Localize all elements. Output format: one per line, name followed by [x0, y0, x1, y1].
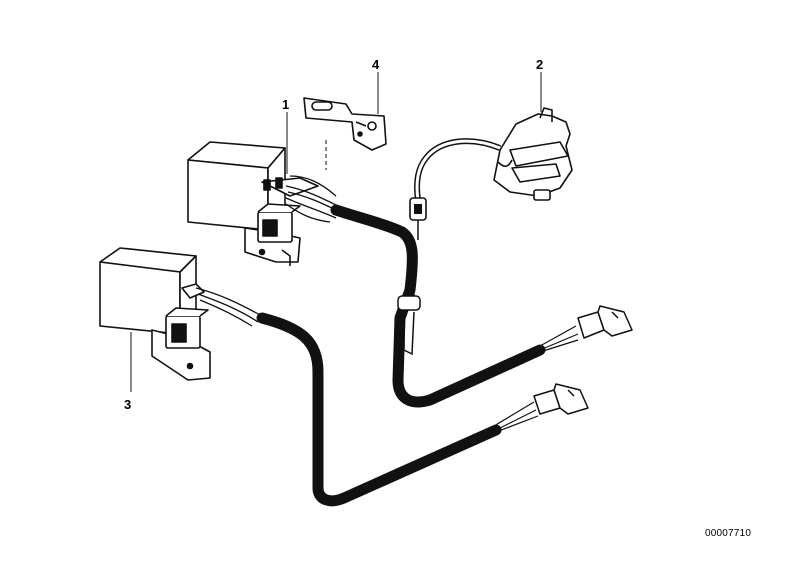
relay-1	[187, 141, 319, 266]
bracket-4	[303, 97, 387, 151]
switch-2	[493, 107, 573, 201]
harness-3	[256, 312, 502, 507]
relay-3	[99, 247, 211, 381]
plug-harness-3	[493, 383, 589, 433]
reference-number: 00007710	[705, 528, 752, 539]
harness-1-branch	[397, 239, 421, 356]
relay-3-wires	[195, 287, 263, 327]
callout-4-label: 4	[372, 57, 380, 72]
callout-2-label: 2	[536, 57, 544, 72]
plug-harness-1	[539, 305, 633, 353]
harness-1	[330, 204, 546, 408]
switch-2-wire	[409, 138, 502, 240]
callout-3-label: 3	[124, 397, 132, 412]
callout-1-label: 1	[282, 97, 290, 112]
